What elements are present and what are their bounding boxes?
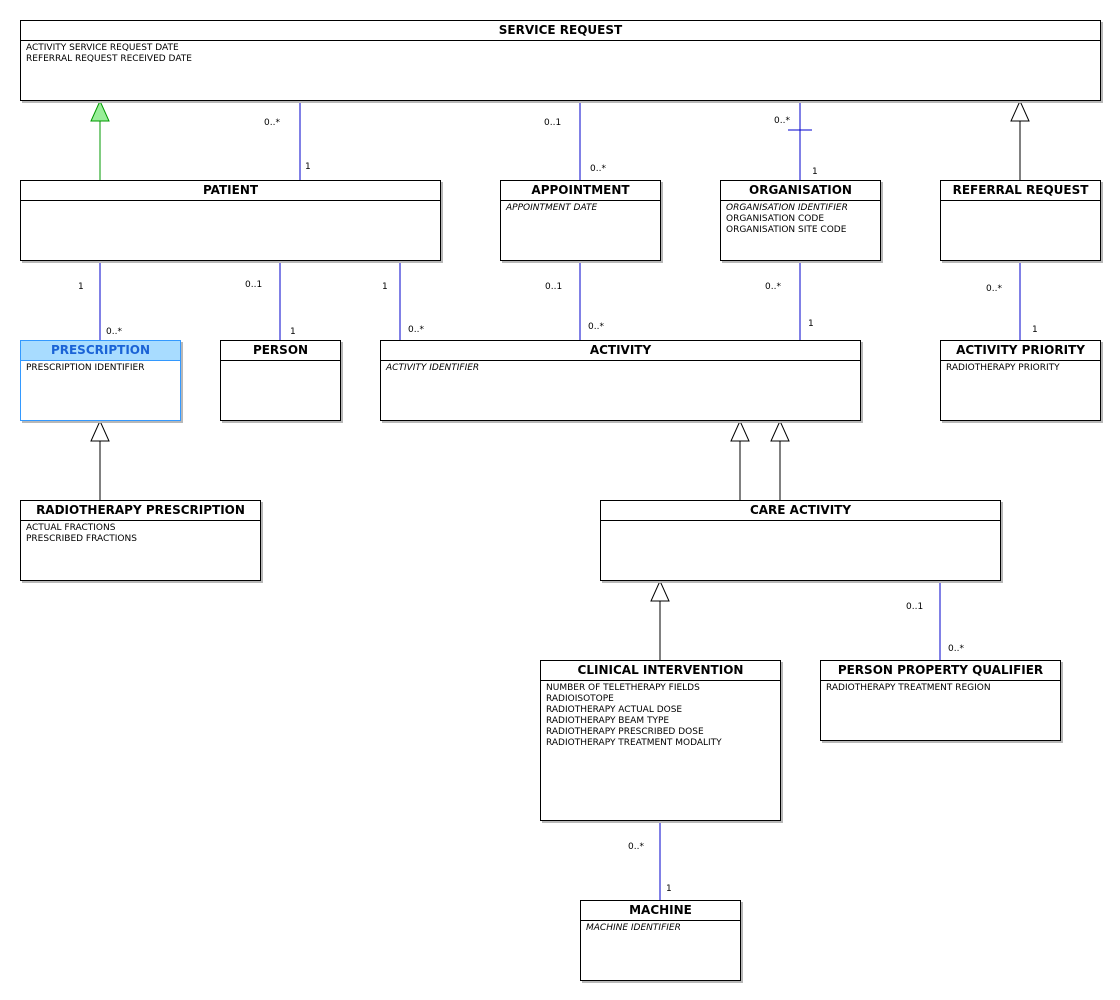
entity-title: PRESCRIPTION (21, 341, 180, 361)
entity-attribute: PRESCRIPTION IDENTIFIER (26, 363, 145, 373)
generalization-arrowhead (650, 579, 670, 602)
multiplicity-label: 0..* (264, 118, 280, 128)
entity-attribute: NUMBER OF TELETHERAPY FIELDS (546, 683, 700, 693)
entity-title: MACHINE (581, 901, 740, 921)
entity-title: ACTIVITY (381, 341, 860, 361)
multiplicity-label: 0..1 (906, 602, 924, 612)
entity-title: CLINICAL INTERVENTION (541, 661, 780, 681)
attribute-list: RADIOTHERAPY TREATMENT REGION (821, 681, 1060, 694)
multiplicity-label: 0..* (628, 842, 644, 852)
entity-attribute: RADIOISOTOPE (546, 694, 614, 704)
multiplicity-label: 0..* (986, 284, 1002, 294)
multiplicity-label: 1 (78, 282, 84, 292)
entity-attribute: MACHINE IDENTIFIER (586, 923, 681, 933)
attribute-list (601, 521, 1000, 523)
multiplicity-label: 0..1 (245, 280, 263, 290)
entity-attribute: PRESCRIBED FRACTIONS (26, 534, 137, 544)
multiplicity-label: 0..* (765, 282, 781, 292)
entity-attribute: ACTIVITY IDENTIFIER (386, 363, 480, 373)
multiplicity-label: 0..1 (544, 118, 562, 128)
entity-title: PERSON (221, 341, 340, 361)
entity-attribute: ACTUAL FRACTIONS (26, 523, 116, 533)
entity-attribute: RADIOTHERAPY TREATMENT MODALITY (546, 738, 722, 748)
entity-title: SERVICE REQUEST (21, 21, 1100, 41)
attribute-list: RADIOTHERAPY PRIORITY (941, 361, 1100, 374)
multiplicity-label: 1 (812, 167, 818, 177)
attribute-list (941, 201, 1100, 203)
attribute-list: ACTIVITY IDENTIFIER (381, 361, 860, 374)
entity-attribute: ACTIVITY SERVICE REQUEST DATE (26, 43, 179, 53)
entity-attribute: RADIOTHERAPY TREATMENT REGION (826, 683, 991, 693)
multiplicity-label: 0..1 (545, 282, 563, 292)
multiplicity-label: 1 (1032, 325, 1038, 335)
generalization-arrowhead (730, 419, 750, 442)
entity-title: CARE ACTIVITY (601, 501, 1000, 521)
entity-appointment[interactable]: APPOINTMENT APPOINTMENT DATE (500, 180, 661, 261)
multiplicity-label: 1 (290, 327, 296, 337)
entity-care-activity[interactable]: CARE ACTIVITY (600, 500, 1001, 581)
entity-attribute: REFERRAL REQUEST RECEIVED DATE (26, 54, 192, 64)
entity-attribute: RADIOTHERAPY BEAM TYPE (546, 716, 670, 726)
generalization-arrowhead (90, 99, 110, 122)
multiplicity-label: 0..* (588, 322, 604, 332)
multiplicity-label: 1 (305, 162, 311, 172)
attribute-list: MACHINE IDENTIFIER (581, 921, 740, 934)
entity-title: PERSON PROPERTY QUALIFIER (821, 661, 1060, 681)
entity-title: ORGANISATION (721, 181, 880, 201)
entity-attribute: ORGANISATION IDENTIFIER (726, 203, 848, 213)
multiplicity-label: 1 (808, 319, 814, 329)
entity-activity-priority[interactable]: ACTIVITY PRIORITY RADIOTHERAPY PRIORITY (940, 340, 1101, 421)
entity-activity[interactable]: ACTIVITY ACTIVITY IDENTIFIER (380, 340, 861, 421)
multiplicity-label: 0..* (590, 164, 606, 174)
multiplicity-label: 0..* (106, 327, 122, 337)
entity-prescription[interactable]: PRESCRIPTION PRESCRIPTION IDENTIFIER (20, 340, 181, 421)
attribute-list (21, 201, 440, 203)
entity-attribute: RADIOTHERAPY PRIORITY (946, 363, 1060, 373)
entity-title: APPOINTMENT (501, 181, 660, 201)
entity-title: ACTIVITY PRIORITY (941, 341, 1100, 361)
entity-title: PATIENT (21, 181, 440, 201)
entity-machine[interactable]: MACHINE MACHINE IDENTIFIER (580, 900, 741, 981)
entity-attribute: RADIOTHERAPY PRESCRIBED DOSE (546, 727, 704, 737)
generalization-arrowhead (1010, 99, 1030, 122)
multiplicity-label: 1 (382, 282, 388, 292)
attribute-list (221, 361, 340, 363)
multiplicity-label: 0..* (774, 116, 790, 126)
entity-patient[interactable]: PATIENT (20, 180, 441, 261)
entity-attribute: ORGANISATION CODE (726, 214, 825, 224)
entity-title: REFERRAL REQUEST (941, 181, 1100, 201)
entity-person-property-qualifier[interactable]: PERSON PROPERTY QUALIFIER RADIOTHERAPY TR… (820, 660, 1061, 741)
attribute-list: APPOINTMENT DATE (501, 201, 660, 214)
entity-attribute: ORGANISATION SITE CODE (726, 225, 847, 235)
attribute-list: PRESCRIPTION IDENTIFIER (21, 361, 180, 374)
entity-referral-request[interactable]: REFERRAL REQUEST (940, 180, 1101, 261)
generalization-arrowhead (90, 419, 110, 442)
multiplicity-label: 0..* (408, 325, 424, 335)
entity-person[interactable]: PERSON (220, 340, 341, 421)
entity-attribute: RADIOTHERAPY ACTUAL DOSE (546, 705, 683, 715)
multiplicity-label: 0..* (948, 644, 964, 654)
entity-title: RADIOTHERAPY PRESCRIPTION (21, 501, 260, 521)
generalization-arrowhead (770, 419, 790, 442)
multiplicity-label: 1 (666, 884, 672, 894)
entity-attribute: APPOINTMENT DATE (506, 203, 598, 213)
